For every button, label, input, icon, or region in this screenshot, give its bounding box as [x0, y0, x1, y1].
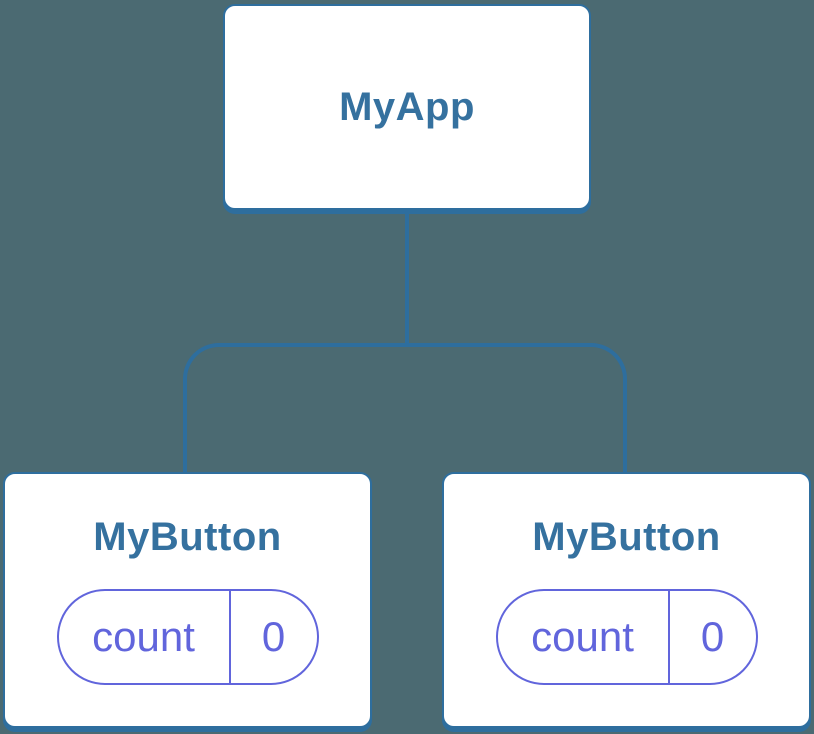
component-label-mybutton-right: MyButton [532, 515, 721, 559]
component-label-myapp: MyApp [339, 85, 475, 129]
state-value: 0 [700, 613, 725, 660]
component-label-mybutton-left: MyButton [93, 515, 282, 559]
state-key-label: count [92, 613, 195, 660]
state-pill-right: count 0 [495, 589, 758, 685]
pill-divider [667, 591, 670, 683]
connector-stem-line [405, 210, 409, 347]
state-pill-left: count 0 [56, 589, 319, 685]
pill-divider [228, 591, 231, 683]
component-node-myapp: MyApp [223, 4, 591, 210]
connector-fork-line [183, 343, 627, 472]
component-node-mybutton-left: MyButton count 0 [3, 472, 372, 728]
component-node-mybutton-right: MyButton count 0 [442, 472, 811, 728]
state-value: 0 [261, 613, 286, 660]
state-key-label: count [531, 613, 634, 660]
